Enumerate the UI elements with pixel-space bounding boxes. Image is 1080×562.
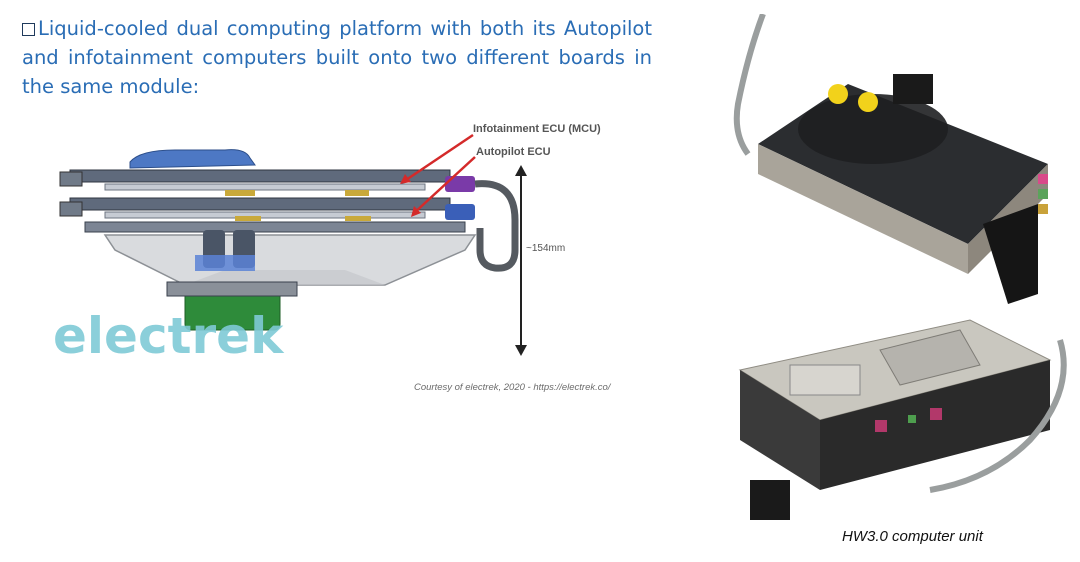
board-autopilot [69,197,451,211]
label-dimension: ~154mm [526,243,565,254]
label-autopilot-ecu: Autopilot ECU [476,146,551,158]
slide-title-text: Liquid-cooled dual computing platform wi… [22,17,652,98]
slide-title: Liquid-cooled dual computing platform wi… [22,14,652,101]
electrek-watermark: electrek [53,307,285,365]
hw3-unit-photo-bottom [738,319,1067,520]
hw3-unit-photo-top [733,14,1048,304]
top-cover [129,149,256,169]
board-infotainment [69,169,451,183]
ecu-cross-section-diagram: Infotainment ECU (MCU) Autopilot ECU ~15… [53,123,601,365]
courtesy-note: Courtesy of electrek, 2020 - https://ele… [414,382,611,393]
hw3-caption: HW3.0 computer unit [842,528,983,545]
coolant-hose [474,180,519,272]
label-infotainment-ecu: Infotainment ECU (MCU) [473,123,601,135]
checkbox-square-icon [22,23,35,36]
